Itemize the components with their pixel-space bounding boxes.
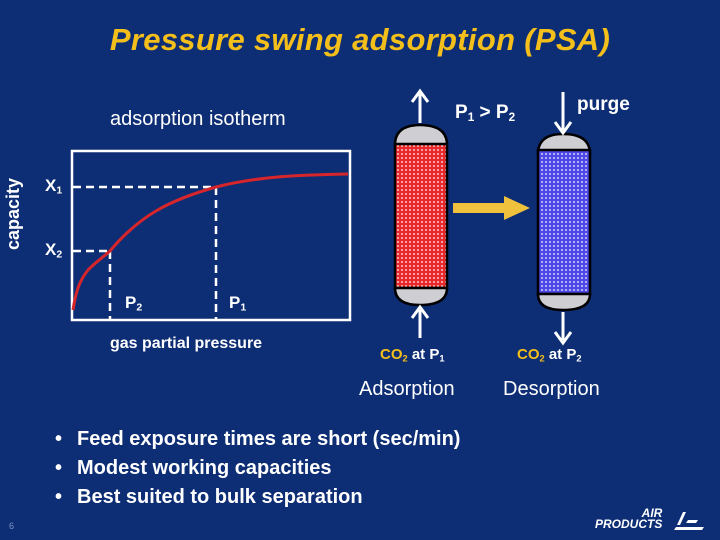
page-number: 6: [9, 521, 15, 531]
feed-species-sub: 2: [402, 353, 408, 364]
chart-frame: [70, 149, 352, 322]
desorption-label: Desorption: [503, 378, 600, 400]
p1-main: P: [229, 293, 241, 312]
desorption-out-label: CO2 at P2: [517, 346, 582, 363]
pr-p2: P: [495, 102, 509, 123]
x2-main: X: [45, 240, 57, 259]
x2-sub: 2: [56, 248, 63, 261]
adsorption-label: Adsorption: [359, 378, 455, 400]
out-species-sub: 2: [539, 353, 545, 364]
pr-op: >: [474, 102, 496, 123]
feed-rest: at P: [407, 346, 440, 363]
p2-main: P: [125, 293, 137, 312]
bullet-item: •Feed exposure times are short (sec/min): [55, 428, 461, 450]
pr-p2-sub: 2: [508, 110, 516, 124]
desorption-vessel: [536, 132, 592, 312]
x-axis-label: gas partial pressure: [110, 335, 263, 352]
out-rest-sub: 2: [576, 353, 582, 364]
bullet-item: •Modest working capacities: [55, 457, 332, 479]
purge-label: purge: [577, 94, 630, 115]
pr-p1-sub: 1: [467, 110, 475, 124]
out-species: CO: [517, 346, 540, 363]
isotherm-title: adsorption isotherm: [110, 108, 286, 130]
slide-title: Pressure swing adsorption (PSA): [109, 22, 611, 57]
bullet-text: Best suited to bulk separation: [77, 486, 363, 508]
bullet-text: Feed exposure times are short (sec/min): [77, 428, 461, 450]
x1-sub: 1: [56, 184, 63, 197]
logo-line1: AIR: [641, 506, 663, 520]
x1-label: X1: [45, 176, 62, 197]
isotherm-curve: [71, 172, 349, 311]
p2-label: P2: [125, 293, 142, 314]
feed-species: CO: [380, 346, 403, 363]
bullet-list: •Feed exposure times are short (sec/min)…: [55, 425, 460, 512]
isotherm-chart: [70, 149, 352, 322]
p1-label: P1: [229, 293, 246, 314]
air-products-logo: AIR PRODUCTS: [595, 506, 663, 531]
transition-arrow: [453, 196, 530, 220]
x1-main: X: [45, 176, 57, 195]
y-axis-label: capacity: [3, 177, 23, 250]
feed-rest-sub: 1: [439, 353, 445, 364]
bullet-item: •Best suited to bulk separation: [55, 486, 363, 508]
logo-line2: PRODUCTS: [595, 517, 663, 531]
p2-sub: 2: [136, 301, 143, 314]
pressure-relation: P1 > P2: [455, 102, 515, 124]
pr-p1: P: [455, 102, 468, 123]
p1-sub: 1: [240, 301, 247, 314]
adsorption-vessel: [393, 123, 449, 307]
bullet-text: Modest working capacities: [77, 457, 332, 479]
x2-label: X2: [45, 240, 62, 261]
out-rest: at P: [544, 346, 577, 363]
adsorption-feed-label: CO2 at P1: [380, 346, 445, 363]
